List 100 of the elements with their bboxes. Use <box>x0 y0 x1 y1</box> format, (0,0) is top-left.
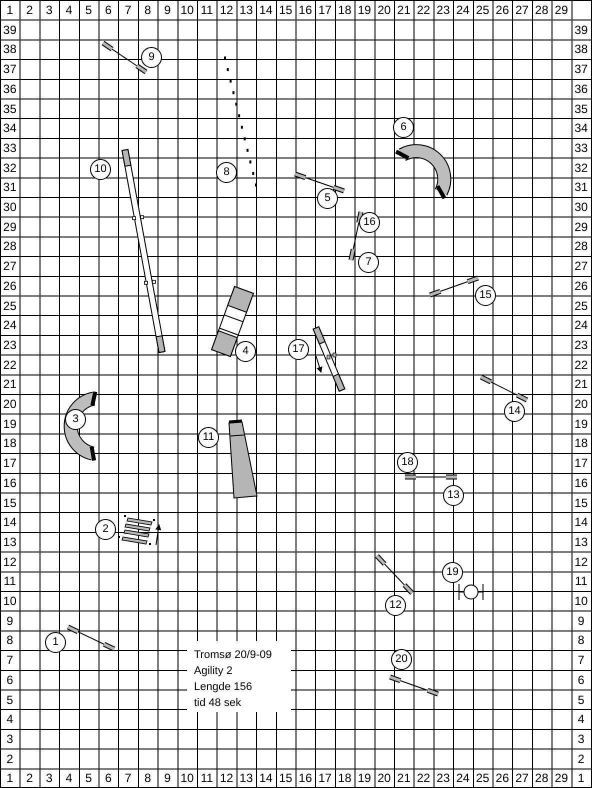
grid-number: 24 <box>455 3 471 17</box>
grid-number: 19 <box>2 416 18 431</box>
grid-number: 3 <box>6 732 14 746</box>
obstacle-number: 1 <box>45 632 66 653</box>
grid-number: 5 <box>84 771 93 786</box>
grid-number: 7 <box>6 653 14 668</box>
obstacle-number: 3 <box>65 409 86 430</box>
grid-number: 24 <box>455 771 471 786</box>
grid-number: 2 <box>25 3 34 17</box>
obstacle-number: 17 <box>288 339 309 360</box>
grid-number: 6 <box>104 3 113 17</box>
grid-number: 33 <box>573 140 589 155</box>
grid-number: 23 <box>2 338 18 352</box>
grid-number: 23 <box>436 771 451 786</box>
grid-number: 12 <box>573 554 589 569</box>
grid-number: 20 <box>376 3 392 17</box>
grid-number: 24 <box>2 318 18 332</box>
obstacle-number: 7 <box>358 252 379 273</box>
obstacle-number: 13 <box>443 485 464 506</box>
grid-number: 2 <box>25 771 34 786</box>
grid-number: 31 <box>2 180 18 194</box>
grid-number: 9 <box>163 3 172 17</box>
grid-number: 8 <box>6 633 14 648</box>
grid-number: 2 <box>576 752 586 766</box>
grid-number: 5 <box>84 3 93 17</box>
grid-number: 3 <box>576 732 586 746</box>
grid-number: 18 <box>2 436 18 450</box>
grid-number: 11 <box>574 574 588 588</box>
grid-number: 14 <box>2 515 18 530</box>
grid-number: 21 <box>396 771 412 786</box>
grid-number: 15 <box>278 771 294 786</box>
grid-number: 26 <box>2 278 18 293</box>
grid-number: 13 <box>238 3 254 17</box>
course-info-text: tid 48 sek <box>194 696 242 711</box>
obstacle-number: 8 <box>216 162 237 183</box>
grid-number: 18 <box>337 3 352 17</box>
grid-number: 14 <box>573 515 589 530</box>
grid-number: 17 <box>317 3 333 17</box>
grid-number: 29 <box>2 220 18 234</box>
grid-number: 16 <box>573 476 589 490</box>
grid-number: 27 <box>573 259 589 274</box>
grid-number: 37 <box>573 62 589 76</box>
grid-number: 10 <box>179 771 195 786</box>
grid-number: 25 <box>573 298 589 312</box>
grid-number: 3 <box>44 3 54 17</box>
grid-number: 22 <box>416 771 432 786</box>
grid-number: 23 <box>436 3 451 17</box>
grid-number: 12 <box>218 3 234 17</box>
grid-number: 15 <box>2 496 18 510</box>
grid-number: 18 <box>573 436 589 450</box>
obstacle-number: 2 <box>95 519 116 540</box>
grid-number: 14 <box>258 3 274 17</box>
grid-number: 1 <box>576 771 586 786</box>
grid-number: 30 <box>2 200 18 214</box>
grid-number: 18 <box>337 771 352 786</box>
grid-number: 20 <box>376 771 392 786</box>
obstacle-number: 16 <box>359 212 380 233</box>
grid-number: 30 <box>573 200 589 214</box>
grid-number: 7 <box>124 771 132 786</box>
grid-number: 34 <box>2 121 18 136</box>
grid-number: 26 <box>494 3 510 17</box>
grid-number: 19 <box>573 416 589 431</box>
grid-number: 38 <box>2 42 18 56</box>
grid-number: 8 <box>576 633 586 648</box>
grid-number: 26 <box>573 278 589 293</box>
grid-number: 10 <box>2 594 18 608</box>
grid-number: 6 <box>6 672 14 687</box>
grid-number: 25 <box>474 3 490 17</box>
grid-number: 4 <box>64 771 74 786</box>
grid-number: 11 <box>200 3 214 17</box>
grid-number: 32 <box>573 160 589 175</box>
course-info-text: Agility 2 <box>194 664 233 679</box>
grid-number: 10 <box>573 594 589 608</box>
grid-number: 17 <box>317 771 333 786</box>
grid-number: 4 <box>576 712 586 726</box>
grid-number: 3 <box>44 771 54 786</box>
grid-number: 29 <box>554 3 570 17</box>
grid-number: 13 <box>573 534 589 549</box>
grid-number: 36 <box>573 82 589 96</box>
grid-number: 19 <box>356 3 372 17</box>
grid-number: 21 <box>573 377 589 392</box>
grid-number: 17 <box>2 456 18 470</box>
grid-number: 1 <box>6 3 14 17</box>
course-info-text: Tromsø 20/9-09 <box>194 648 272 663</box>
obstacle-number: 4 <box>235 341 256 362</box>
grid-number: 9 <box>576 614 586 628</box>
grid-number: 24 <box>573 318 589 332</box>
grid-number: 39 <box>573 22 589 37</box>
grid-number: 8 <box>143 3 152 17</box>
grid-number: 16 <box>2 476 18 490</box>
grid-number: 35 <box>2 102 18 116</box>
grid-number: 29 <box>573 220 589 234</box>
grid-number: 5 <box>6 692 14 706</box>
grid-number: 16 <box>298 771 314 786</box>
grid-number: 27 <box>2 259 18 274</box>
obstacle-number: 20 <box>391 649 412 670</box>
grid-number: 25 <box>474 771 490 786</box>
grid-number: 34 <box>573 121 589 136</box>
grid-number: 19 <box>356 771 372 786</box>
grid-number: 10 <box>179 3 195 17</box>
